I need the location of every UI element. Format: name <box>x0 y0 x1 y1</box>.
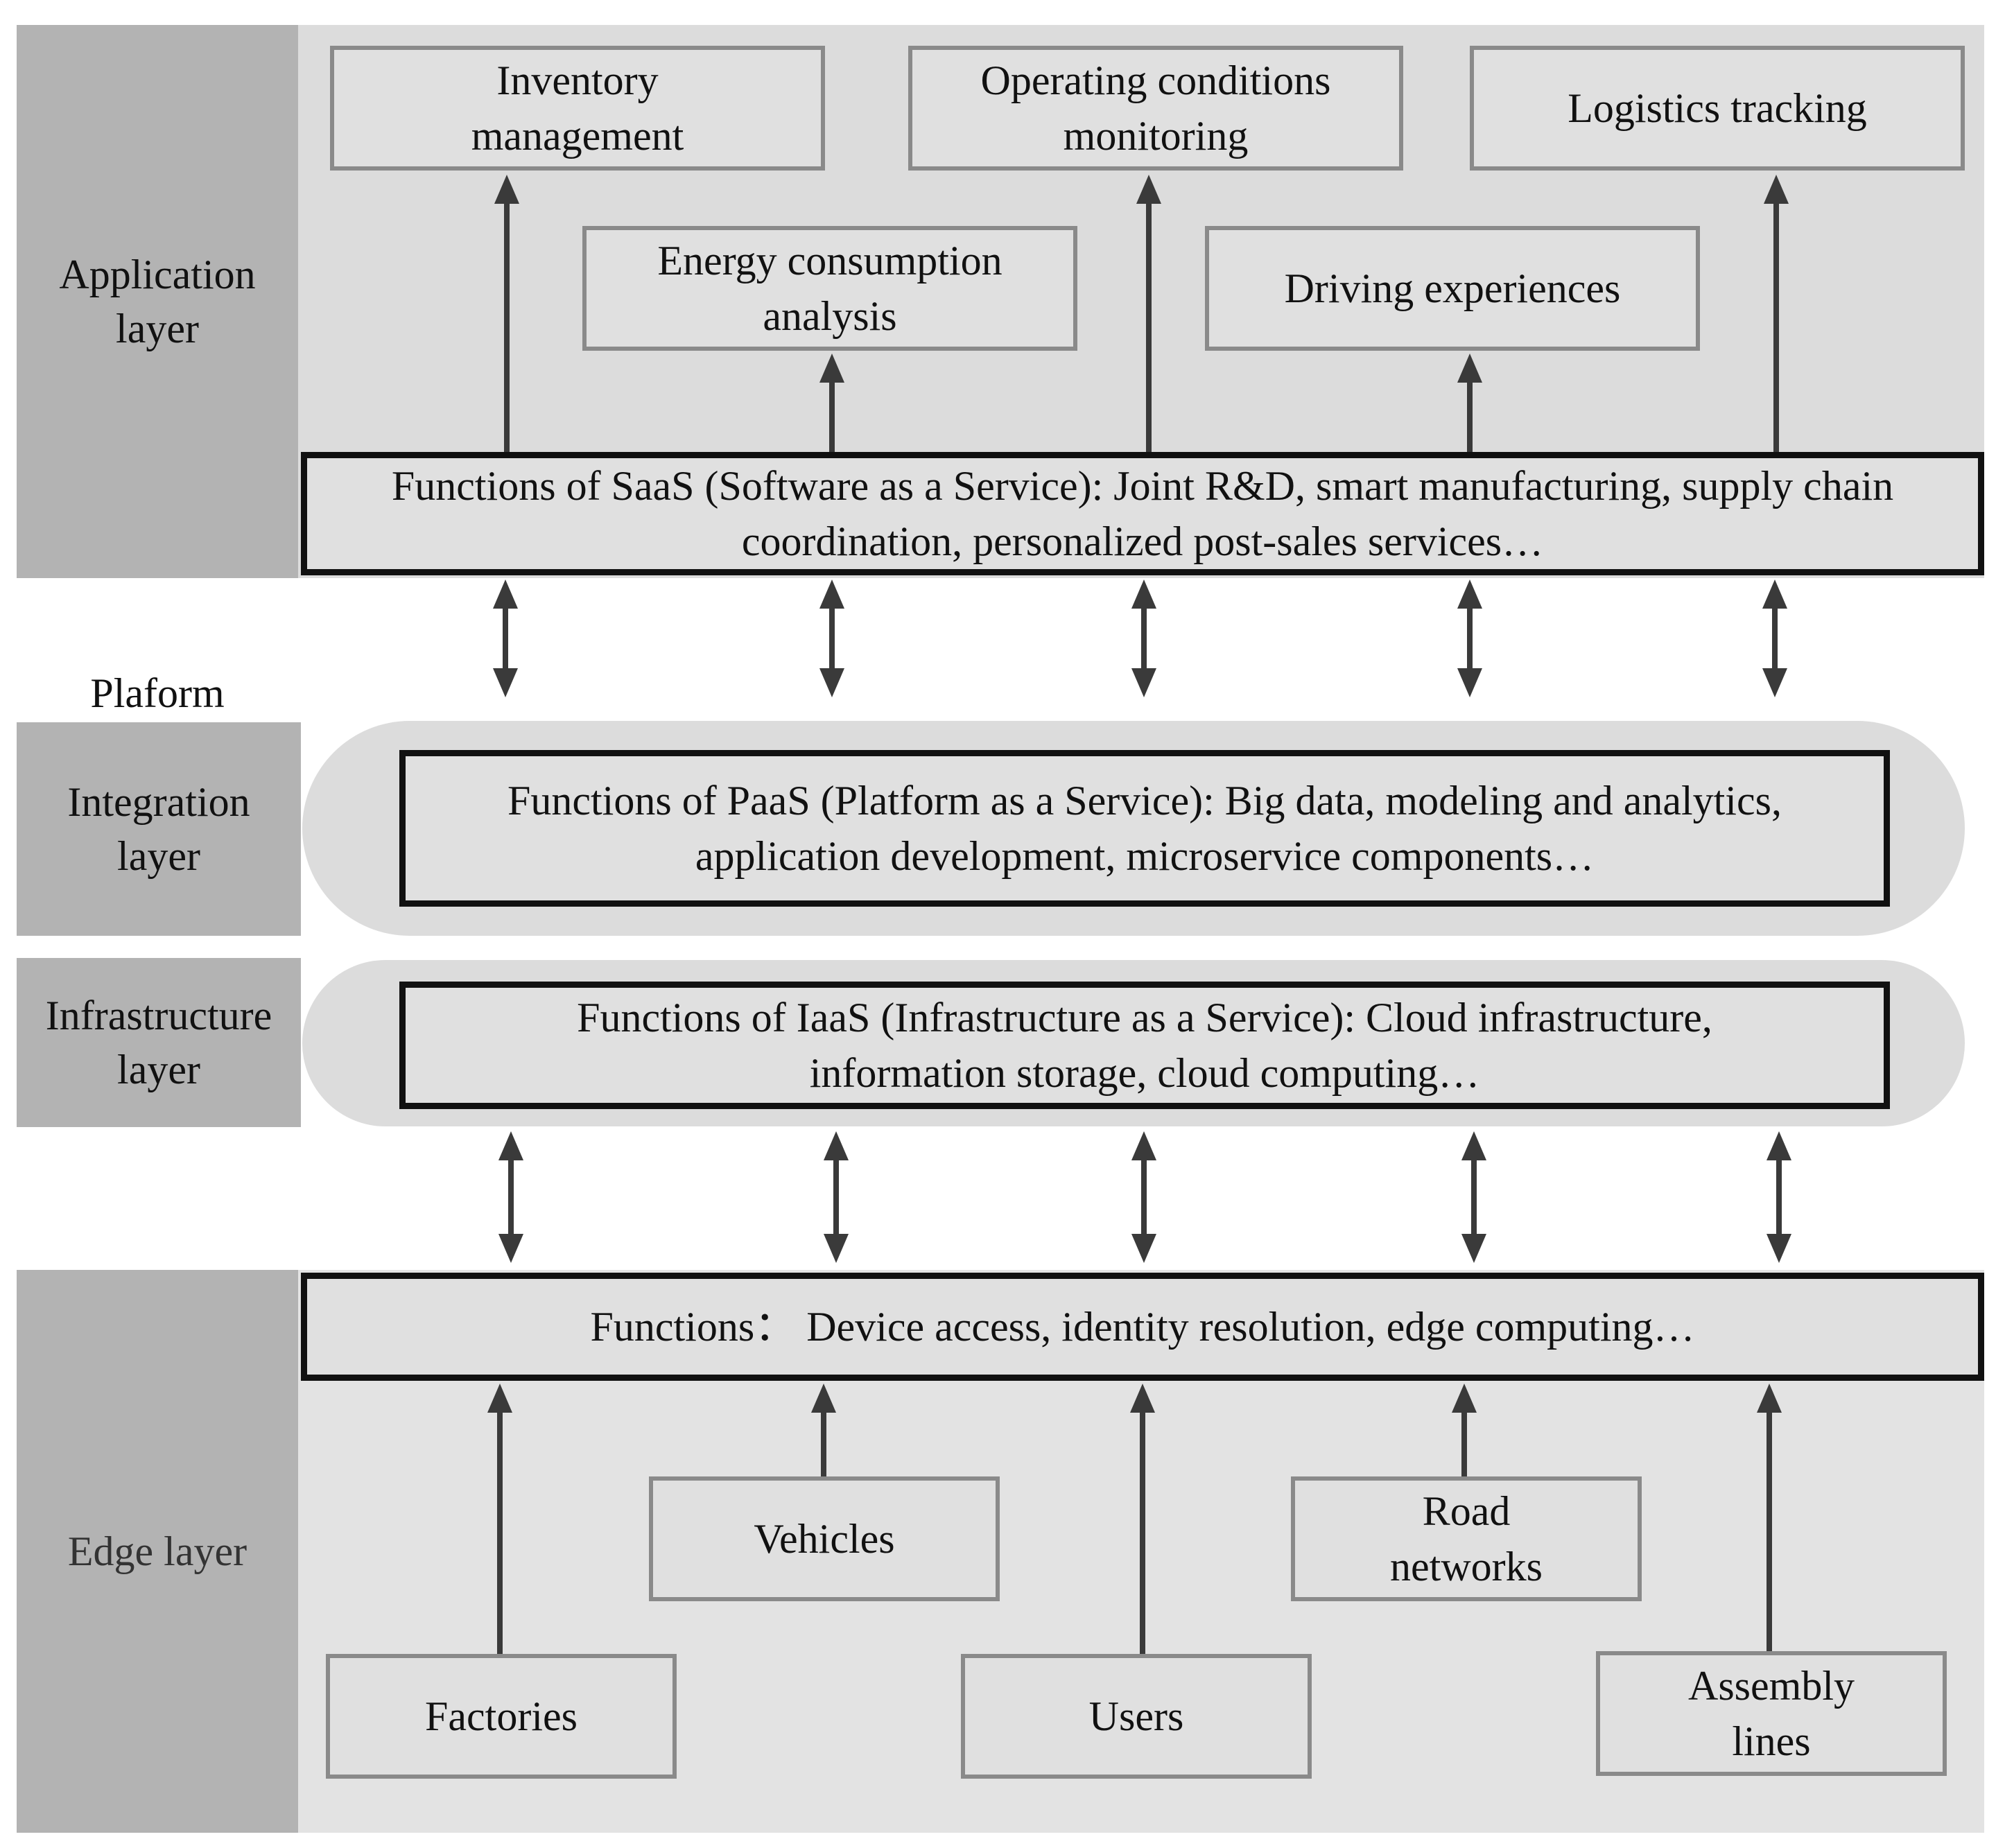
arrow-saas-to-operating <box>1136 175 1161 452</box>
operating-conditions-text: Operating conditions monitoring <box>980 58 1331 159</box>
vehicles-box: Vehicles <box>649 1476 1000 1601</box>
logistics-tracking-box: Logistics tracking <box>1470 46 1965 171</box>
paas-functions-text: Functions of PaaS (Platform as a Service… <box>507 778 1782 879</box>
double-arrow-iaas-edge-5 <box>1767 1131 1791 1263</box>
arrow-vehicles-to-edge <box>811 1384 836 1476</box>
operating-conditions-box: Operating conditions monitoring <box>908 46 1403 171</box>
energy-consumption-text: Energy consumption analysis <box>657 238 1002 339</box>
saas-functions-box: Functions of SaaS (Software as a Service… <box>301 452 1984 575</box>
edge-layer-text: Edge layer <box>67 1528 248 1574</box>
logistics-tracking-text: Logistics tracking <box>1568 85 1867 131</box>
platform-label: Plaform <box>17 662 298 724</box>
integration-layer-text: Integration layer <box>67 779 250 879</box>
arrow-saas-to-energy <box>819 354 844 452</box>
edge-layer-label: Edge layer <box>17 1270 298 1833</box>
road-networks-box: Road networks <box>1291 1476 1642 1601</box>
energy-consumption-box: Energy consumption analysis <box>582 226 1077 351</box>
double-arrow-saas-paas-5 <box>1762 579 1787 697</box>
arrow-road-to-edge <box>1452 1384 1477 1476</box>
double-arrow-iaas-edge-4 <box>1461 1131 1486 1263</box>
application-layer-label: Application layer <box>17 25 298 578</box>
double-arrow-saas-paas-3 <box>1131 579 1156 697</box>
road-networks-text: Road networks <box>1390 1488 1543 1589</box>
inventory-management-text: Inventory management <box>471 58 684 159</box>
assembly-lines-text: Assembly lines <box>1688 1663 1855 1764</box>
arrow-assembly-to-edge <box>1757 1384 1782 1651</box>
arrow-factories-to-edge <box>487 1384 512 1654</box>
double-arrow-iaas-edge-1 <box>498 1131 523 1263</box>
edge-functions-box: Functions： Device access, identity resol… <box>301 1273 1984 1381</box>
arrow-saas-to-logistics <box>1764 175 1789 452</box>
arrow-saas-to-inventory <box>494 175 519 452</box>
paas-functions-box: Functions of PaaS (Platform as a Service… <box>399 750 1890 907</box>
users-box: Users <box>961 1654 1312 1779</box>
inventory-management-box: Inventory management <box>330 46 825 171</box>
integration-layer-label: Integration layer <box>17 722 301 936</box>
double-arrow-iaas-edge-2 <box>824 1131 849 1263</box>
double-arrow-saas-paas-4 <box>1457 579 1482 697</box>
double-arrow-iaas-edge-3 <box>1131 1131 1156 1263</box>
application-layer-text: Application layer <box>59 252 256 351</box>
platform-text: Plaform <box>90 670 225 716</box>
iaas-functions-text: Functions of IaaS (Infrastructure as a S… <box>577 995 1712 1096</box>
edge-functions-text: Functions： Device access, identity resol… <box>590 1304 1695 1350</box>
double-arrow-saas-paas-2 <box>819 579 844 697</box>
iaas-functions-box: Functions of IaaS (Infrastructure as a S… <box>399 982 1890 1109</box>
factories-text: Factories <box>425 1693 578 1739</box>
arrow-saas-to-driving <box>1457 354 1482 452</box>
driving-experiences-box: Driving experiences <box>1205 226 1700 351</box>
arrow-users-to-edge <box>1130 1384 1155 1654</box>
users-text: Users <box>1088 1693 1184 1739</box>
infrastructure-layer-label: Infrastructure layer <box>17 958 301 1127</box>
assembly-lines-box: Assembly lines <box>1596 1651 1947 1776</box>
infrastructure-layer-text: Infrastructure layer <box>45 993 272 1092</box>
double-arrow-saas-paas-1 <box>493 579 518 697</box>
saas-functions-text: Functions of SaaS (Software as a Service… <box>391 463 1894 564</box>
factories-box: Factories <box>326 1654 677 1779</box>
driving-experiences-text: Driving experiences <box>1284 265 1621 311</box>
vehicles-text: Vehicles <box>754 1516 895 1562</box>
